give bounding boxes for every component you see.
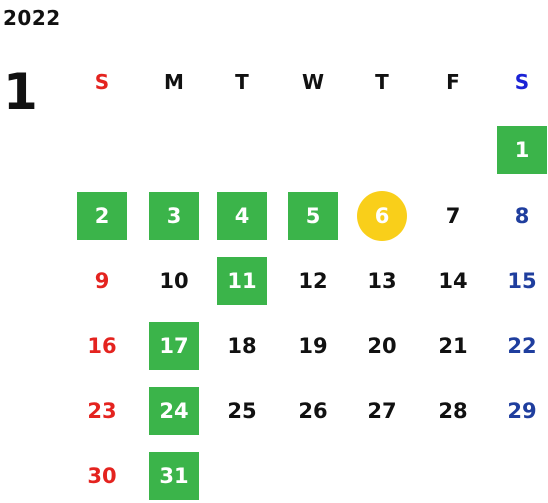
weekday-header: M — [164, 70, 184, 94]
day-cell-highlighted[interactable]: 17 — [149, 322, 199, 370]
day-cell-today[interactable]: 6 — [357, 191, 407, 241]
day-cell[interactable]: 30 — [87, 464, 117, 488]
day-cell-highlighted[interactable]: 31 — [149, 452, 199, 500]
weekday-header: W — [301, 70, 325, 94]
day-cell-highlighted[interactable]: 4 — [217, 192, 267, 240]
day-cell[interactable]: 10 — [159, 269, 189, 293]
weekday-header: F — [446, 70, 460, 94]
day-cell-highlighted[interactable]: 2 — [77, 192, 127, 240]
day-cell[interactable]: 27 — [367, 399, 397, 423]
day-cell[interactable]: 23 — [87, 399, 117, 423]
weekday-header: T — [375, 70, 389, 94]
day-cell[interactable]: 15 — [507, 269, 537, 293]
day-cell[interactable]: 19 — [298, 334, 328, 358]
weekday-header: S — [94, 70, 110, 94]
day-cell[interactable]: 29 — [507, 399, 537, 423]
day-cell-highlighted[interactable]: 3 — [149, 192, 199, 240]
day-cell[interactable]: 18 — [227, 334, 257, 358]
day-cell[interactable]: 7 — [445, 204, 461, 228]
day-cell[interactable]: 28 — [438, 399, 468, 423]
day-cell-highlighted[interactable]: 11 — [217, 257, 267, 305]
year-label: 2022 — [3, 6, 61, 30]
month-label: 1 — [3, 63, 38, 121]
day-cell[interactable]: 14 — [438, 269, 468, 293]
day-cell[interactable]: 20 — [367, 334, 397, 358]
day-cell-highlighted[interactable]: 5 — [288, 192, 338, 240]
day-cell[interactable]: 13 — [367, 269, 397, 293]
day-cell-highlighted[interactable]: 24 — [149, 387, 199, 435]
day-cell[interactable]: 12 — [298, 269, 328, 293]
weekday-header: S — [514, 70, 530, 94]
day-cell[interactable]: 22 — [507, 334, 537, 358]
day-cell[interactable]: 25 — [227, 399, 257, 423]
day-cell[interactable]: 9 — [94, 269, 110, 293]
day-cell[interactable]: 26 — [298, 399, 328, 423]
day-cell[interactable]: 16 — [87, 334, 117, 358]
weekday-header: T — [235, 70, 249, 94]
day-cell[interactable]: 21 — [438, 334, 468, 358]
day-cell[interactable]: 8 — [514, 204, 530, 228]
day-cell-highlighted[interactable]: 1 — [497, 126, 547, 174]
